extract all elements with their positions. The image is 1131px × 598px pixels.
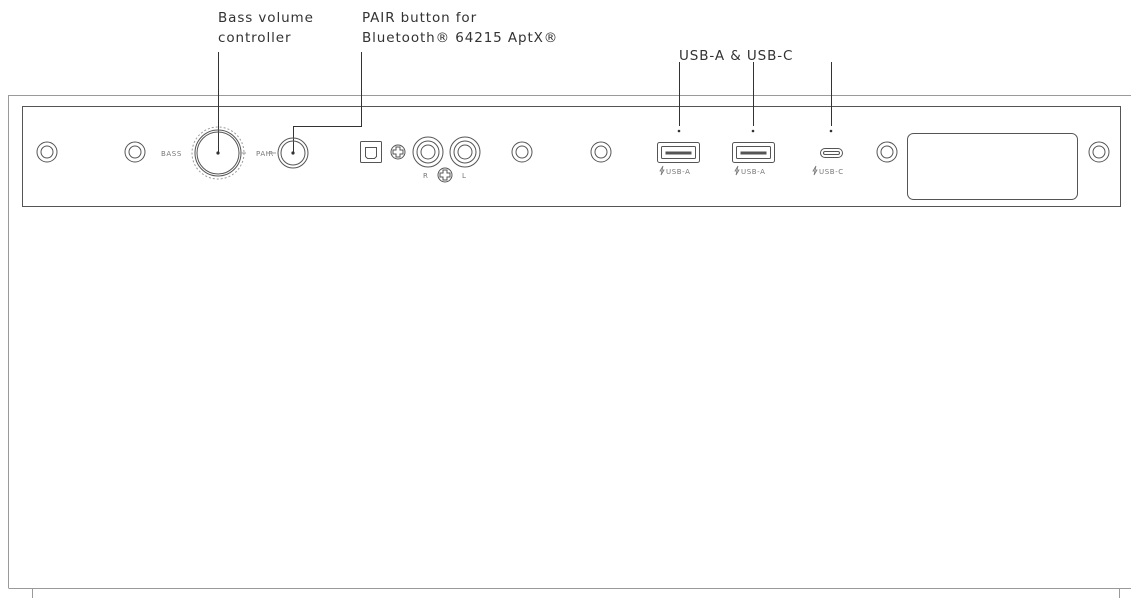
screw-hole [124, 141, 146, 163]
screw-hole [36, 141, 58, 163]
rca-left-jack[interactable] [449, 136, 481, 168]
callout-pair-line2: Bluetooth® 64215 AptX® [362, 30, 559, 46]
optical-input-port[interactable] [360, 141, 382, 163]
rca-right-label: R [423, 172, 428, 180]
usb-a2-label: USB-A [741, 168, 766, 176]
usb-c-label: USB-C [819, 168, 844, 176]
device-body-outline [8, 95, 1131, 598]
usb-a1-marker-dot [677, 129, 681, 133]
callout-pair-line1: PAIR button for [362, 10, 478, 26]
screw-hole [1088, 141, 1110, 163]
callout-usb-line1: USB-A & USB-C [679, 48, 794, 64]
pair-leader-line [293, 52, 362, 152]
rca-left-label: L [462, 172, 467, 180]
usb-c-port[interactable] [820, 148, 843, 158]
callout-pair-button: PAIR button for Bluetooth® 64215 AptX® [362, 8, 558, 48]
screw-hole [876, 141, 898, 163]
ground-plus-icon [390, 144, 406, 160]
pair-label: PAIR [256, 150, 274, 158]
usb-a1-label: USB-A [666, 168, 691, 176]
callout-leaders [218, 52, 832, 153]
bass-volume-knob[interactable] [191, 126, 246, 180]
ground-plus-icon [437, 167, 453, 183]
usb-a2-marker-dot [751, 129, 755, 133]
callout-bass-line2: controller [218, 30, 292, 46]
callout-bass-line1: Bass volume [218, 10, 314, 26]
bass-label: BASS [161, 150, 182, 158]
callout-bass-volume-controller: Bass volume controller [218, 8, 314, 48]
lightning-bolt-icon [734, 165, 740, 176]
screw-hole [590, 141, 612, 163]
callout-usb-ports: USB-A & USB-C [679, 46, 793, 66]
lightning-bolt-icon [812, 165, 818, 176]
usb-a-port-1[interactable] [657, 142, 700, 163]
usb-c-marker-dot [829, 129, 833, 133]
usb-a-port-2[interactable] [732, 142, 775, 163]
screw-hole [511, 141, 533, 163]
display-window [907, 133, 1078, 200]
lightning-bolt-icon [659, 165, 665, 176]
connector-panel [22, 106, 1121, 207]
rca-right-jack[interactable] [412, 136, 444, 168]
pair-button[interactable] [277, 137, 309, 169]
